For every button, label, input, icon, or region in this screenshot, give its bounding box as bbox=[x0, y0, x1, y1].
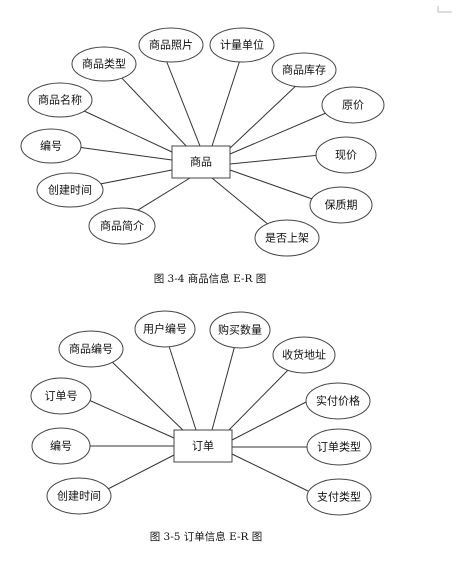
attr-unit bbox=[209, 27, 275, 63]
attr-current-price bbox=[315, 136, 377, 174]
attr-original-price bbox=[321, 86, 385, 124]
attr-unit-label: 计量单位 bbox=[220, 38, 264, 52]
attr-user-id-label: 用户编号 bbox=[143, 322, 187, 336]
attr-address bbox=[272, 336, 336, 374]
attr-order-row-id-label: 编号 bbox=[50, 439, 72, 453]
attr-paid-price-label: 实付价格 bbox=[316, 394, 360, 408]
edges bbox=[69, 59, 341, 231]
attr-payment-type bbox=[306, 478, 372, 516]
attr-user-id bbox=[134, 310, 196, 348]
attr-product-photo bbox=[138, 27, 204, 63]
attr-shelf-life bbox=[309, 186, 373, 224]
attr-order-row-id bbox=[31, 427, 91, 465]
attr-paid-price bbox=[305, 382, 371, 420]
attr-payment-type-label: 支付类型 bbox=[317, 490, 361, 504]
attr-current-price-label: 现价 bbox=[335, 149, 357, 162]
attr-id bbox=[20, 128, 82, 164]
attr-order-no bbox=[30, 377, 92, 415]
caption-3-4: 图 3-4 商品信息 E-R 图 bbox=[154, 272, 267, 285]
er-diagram-order: 订单 用户编号 购买数量 商品编号 收货地址 订单号 实付价格 编号 订单类型 … bbox=[30, 310, 372, 543]
attr-created-time bbox=[36, 172, 104, 208]
corner-mark bbox=[437, 6, 452, 13]
attr-original-price-label: 原价 bbox=[342, 99, 364, 112]
attr-product-id bbox=[58, 330, 124, 368]
entity-order-box bbox=[173, 429, 233, 463]
attr-address-label: 收货地址 bbox=[282, 348, 326, 362]
attr-quantity bbox=[209, 311, 271, 349]
attr-product-name-label: 商品名称 bbox=[38, 93, 82, 107]
attr-created-time-label: 创建时间 bbox=[48, 183, 92, 197]
caption-3-5: 图 3-5 订单信息 E-R 图 bbox=[150, 530, 263, 543]
attr-product-type-label: 商品类型 bbox=[82, 57, 126, 71]
attr-quantity-label: 购买数量 bbox=[218, 323, 262, 337]
attr-on-shelf bbox=[254, 219, 320, 257]
attr-product-name bbox=[27, 82, 93, 118]
er-diagram-product: 商品 商品照片 计量单位 商品类型 商品库存 商品名称 原价 编号 现价 创建时… bbox=[20, 27, 385, 285]
attr-order-type bbox=[306, 428, 372, 466]
attr-intro-label: 商品简介 bbox=[100, 219, 144, 233]
attr-stock-label: 商品库存 bbox=[282, 63, 326, 77]
attr-order-created-time-label: 创建时间 bbox=[57, 489, 101, 503]
attr-order-no-label: 订单号 bbox=[45, 390, 78, 403]
attr-shelf-life-label: 保质期 bbox=[325, 198, 358, 212]
attr-product-id-label: 商品编号 bbox=[69, 342, 113, 356]
attr-product-type bbox=[71, 46, 137, 82]
attr-intro bbox=[88, 207, 156, 245]
entity-order-label: 订单 bbox=[192, 440, 214, 453]
attr-stock bbox=[271, 52, 337, 88]
attr-product-photo-label: 商品照片 bbox=[149, 38, 193, 52]
entity-product-label: 商品 bbox=[190, 155, 212, 169]
attr-on-shelf-label: 是否上架 bbox=[265, 232, 309, 245]
edges bbox=[80, 342, 311, 492]
attr-order-created-time bbox=[46, 477, 112, 515]
attr-order-type-label: 订单类型 bbox=[317, 440, 361, 454]
entity-product-box bbox=[171, 145, 231, 179]
attr-id-label: 编号 bbox=[40, 139, 62, 153]
